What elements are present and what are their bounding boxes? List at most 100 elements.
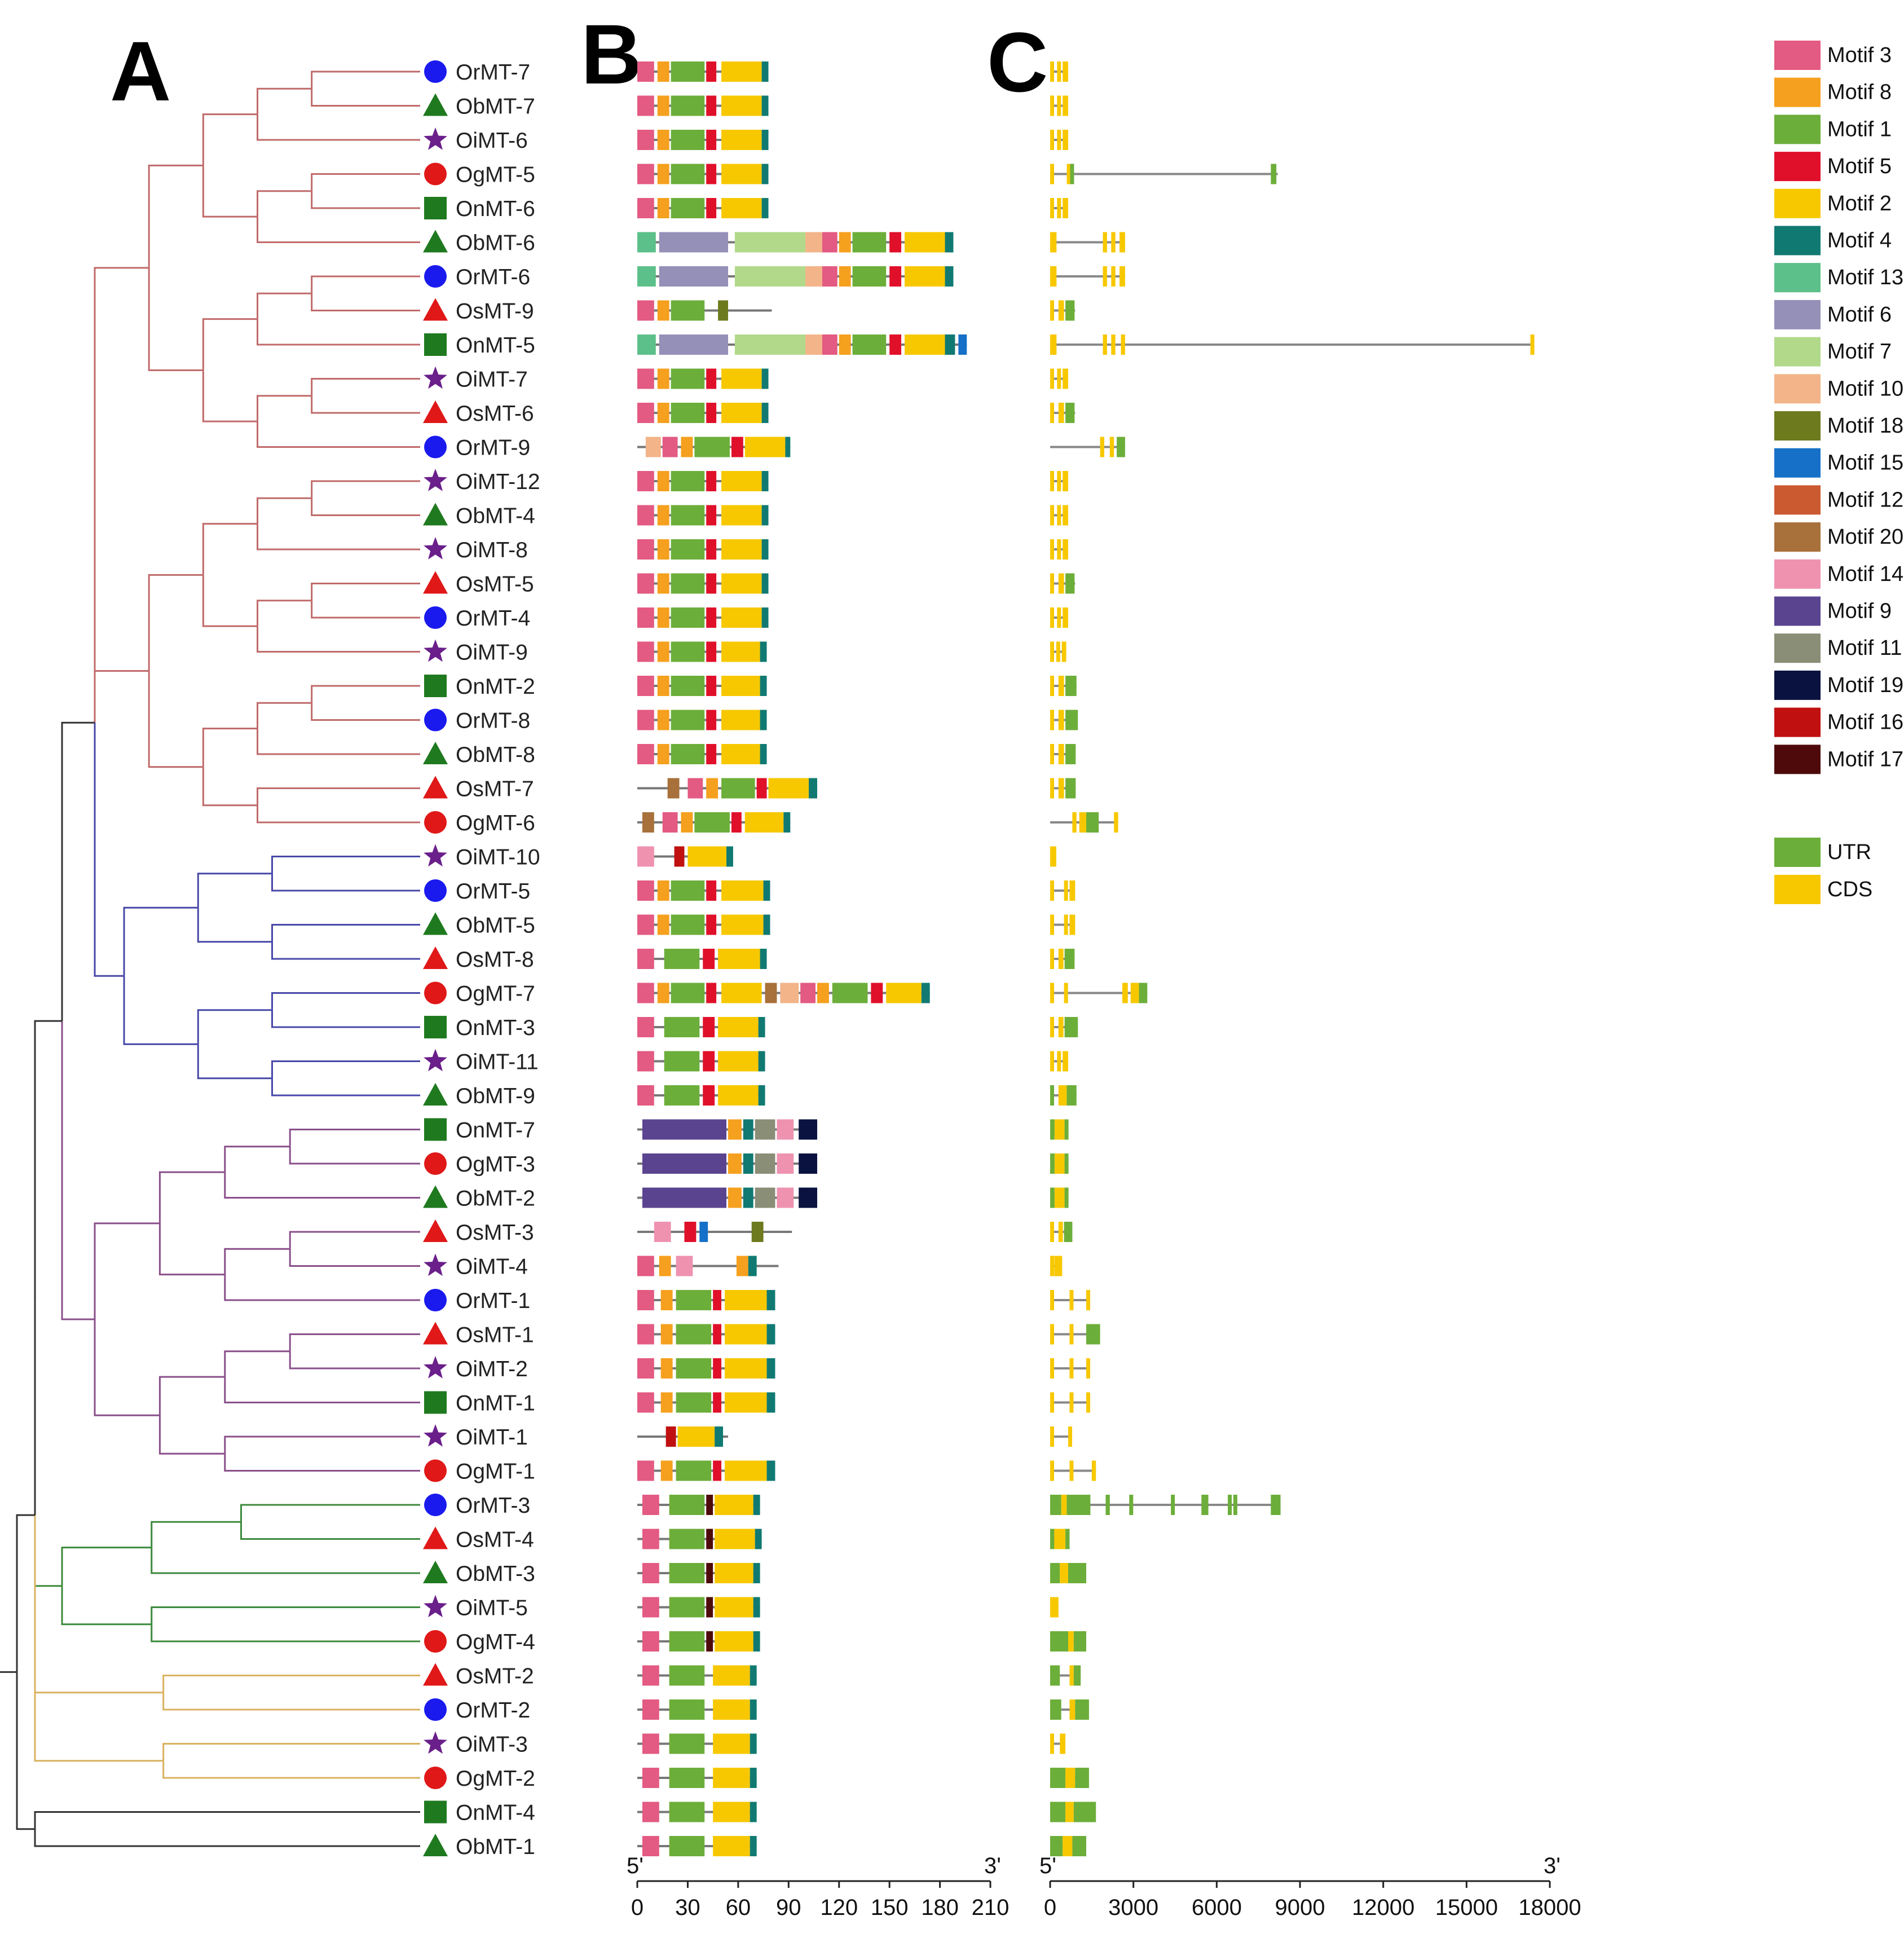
motif-box — [800, 983, 816, 1003]
motif-box — [637, 744, 654, 764]
tree-branch — [271, 856, 420, 874]
cds-box — [1120, 232, 1125, 253]
motif-box — [761, 368, 769, 389]
cds-box — [1069, 1392, 1074, 1413]
tree-branch — [202, 113, 258, 166]
motif-box — [662, 437, 678, 457]
gene-label: OgMT-3 — [456, 1152, 535, 1177]
cds-box — [1050, 1290, 1054, 1310]
cds-box — [1050, 95, 1054, 116]
cds-box — [1050, 573, 1054, 594]
circle-marker — [424, 1289, 447, 1311]
tree-branch — [123, 906, 199, 976]
cds-box — [1050, 130, 1054, 150]
square-marker — [424, 1118, 447, 1141]
motif-box — [665, 1426, 676, 1447]
motif-box — [703, 1085, 715, 1106]
utr-box — [1050, 1119, 1055, 1140]
motif-box — [657, 403, 669, 423]
tree-branch — [61, 1021, 95, 1320]
tree-branch — [34, 1811, 420, 1829]
cds-box — [1079, 812, 1086, 833]
motif-box — [642, 1768, 659, 1788]
cds-box — [1057, 130, 1061, 150]
motif-box — [706, 471, 717, 491]
motif-box — [715, 1426, 724, 1447]
cds-box — [1086, 1290, 1090, 1310]
motif-box — [721, 914, 764, 935]
gene-labels: OrMT-7ObMT-7OiMT-6OgMT-5OnMT-6ObMT-6OrMT… — [456, 60, 540, 1859]
tree-branch — [289, 1231, 420, 1249]
motif-box — [669, 1768, 705, 1788]
cds-box — [1061, 641, 1066, 662]
utr-box — [1065, 573, 1075, 594]
gene-structure-panel — [1050, 61, 1535, 1856]
motif-box — [721, 95, 762, 116]
motif-box — [755, 1153, 775, 1174]
motif-box — [721, 983, 762, 1003]
cds-box — [1057, 505, 1061, 526]
legend-swatch — [1774, 115, 1821, 144]
gene-label: OgMT-7 — [456, 982, 535, 1006]
tree-branch — [61, 1586, 152, 1626]
motif-box — [671, 744, 705, 764]
cds-box — [1066, 164, 1071, 184]
tree-branch — [311, 395, 420, 414]
cds-box — [1058, 300, 1064, 321]
tree-branch — [257, 190, 312, 217]
cds-box — [1060, 1733, 1066, 1754]
cds-box — [1063, 368, 1068, 389]
cds-box — [1050, 164, 1054, 184]
motif-box — [852, 334, 887, 355]
legend-label: Motif 12 — [1827, 488, 1903, 512]
legend-label: Motif 5 — [1827, 155, 1892, 178]
motif-box — [713, 1324, 722, 1345]
star-marker — [424, 1356, 447, 1379]
motif-box — [706, 198, 717, 218]
motif-box — [637, 641, 654, 662]
motif-box — [676, 1460, 712, 1481]
cds-box — [1114, 812, 1118, 833]
cds-box — [1111, 334, 1116, 355]
motif-box — [671, 198, 705, 218]
motif-box — [706, 1563, 713, 1583]
motif-box — [713, 1768, 750, 1788]
motif-box — [718, 1085, 759, 1106]
gene-label: OrMT-7 — [456, 60, 530, 85]
circle-marker — [424, 981, 447, 1005]
tree-branch — [34, 1829, 420, 1847]
motif-box — [736, 1256, 748, 1276]
axis-tick-label: 150 — [871, 1895, 909, 1920]
gene-label: OgMT-4 — [456, 1630, 535, 1654]
utr-box — [1073, 1802, 1096, 1822]
phylogenetic-tree — [0, 71, 420, 1847]
legend-label: Motif 15 — [1827, 451, 1903, 475]
tree-branch — [311, 275, 420, 294]
utr-box — [1065, 300, 1075, 321]
legend-swatch — [1774, 188, 1821, 218]
gene-label: OrMT-8 — [456, 709, 530, 733]
cds-box — [1063, 198, 1068, 218]
motif-box — [671, 710, 705, 730]
square-marker — [424, 197, 447, 219]
motif-box — [713, 1836, 750, 1856]
tree-branch — [311, 498, 420, 516]
tree-branch — [197, 1044, 272, 1080]
motif-box — [945, 334, 955, 355]
cds-box — [1063, 61, 1068, 82]
cds-box — [1061, 1495, 1067, 1515]
cds-box — [1050, 403, 1054, 423]
cds-box — [1058, 778, 1064, 799]
cds-box — [1069, 1324, 1074, 1345]
motif-box — [637, 1358, 654, 1379]
gene-label: OiMT-6 — [456, 129, 528, 153]
cds-box — [1050, 334, 1057, 355]
motif-box — [659, 266, 728, 287]
utr-box — [1228, 1495, 1232, 1515]
utr-box — [1065, 710, 1078, 730]
motif-box — [671, 914, 705, 935]
motif-box — [687, 846, 726, 867]
tree-branch — [202, 575, 258, 627]
gene-label: OgMT-2 — [456, 1767, 535, 1791]
motif-box — [713, 1665, 750, 1686]
